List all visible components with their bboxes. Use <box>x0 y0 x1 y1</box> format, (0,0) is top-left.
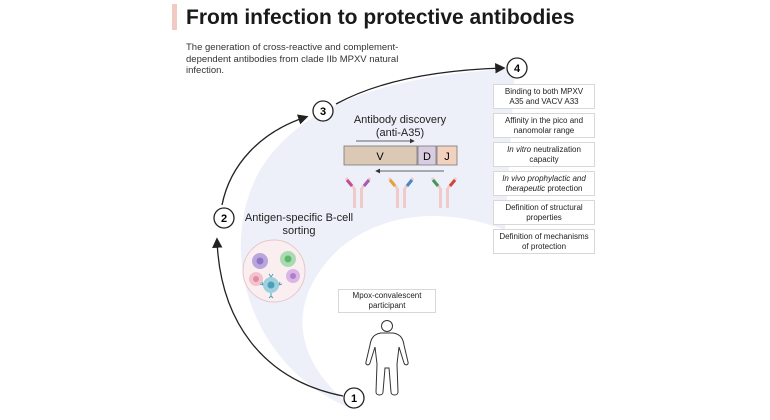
d-segment-label: D <box>423 151 431 163</box>
step-number-1: 1 <box>351 393 357 405</box>
step-number-4: 4 <box>514 63 521 75</box>
result-box: In vitro neutralization capacity <box>493 142 595 167</box>
step-circle-1: 1 <box>343 387 365 409</box>
y-antibody-icon <box>387 177 415 208</box>
step-circle-2: 2 <box>213 207 235 229</box>
step-circle-3: 3 <box>312 100 334 122</box>
step-number-3: 3 <box>320 106 326 118</box>
human-silhouette-icon <box>365 320 409 396</box>
results-list: Binding to both MPXV A35 and VACV A33 Af… <box>493 84 595 258</box>
step-circle-4: 4 <box>506 57 528 79</box>
y-antibody-icon <box>430 177 458 208</box>
result-box: Definition of structural properties <box>493 200 595 225</box>
step-1-label: Mpox-convalescent participant <box>338 289 436 313</box>
arrow-1-to-2 <box>212 237 344 397</box>
title-accent-bar <box>172 4 177 30</box>
y-antibody-icon <box>344 177 372 208</box>
result-box: In vivo prophylactic and therapeutic pro… <box>493 171 595 196</box>
step-number-2: 2 <box>221 213 227 225</box>
j-segment-label: J <box>444 151 450 163</box>
v-segment-label: V <box>376 151 384 163</box>
step-3-label: Antibody discovery (anti-A35) <box>353 114 447 139</box>
step-2-label: Antigen-specific B-cell sorting <box>244 212 354 237</box>
result-box: Definition of mechanisms of protection <box>493 229 595 254</box>
d-segment <box>417 145 437 166</box>
page-subtitle: The generation of cross-reactive and com… <box>186 42 399 76</box>
arrow-2-to-3 <box>221 114 309 206</box>
j-segment <box>436 145 458 166</box>
b-cell-cluster-icon <box>242 239 306 303</box>
arrow-3-to-4 <box>335 63 506 105</box>
page-title: From infection to protective antibodies <box>186 6 575 29</box>
result-box: Affinity in the pico and nanomolar range <box>493 113 595 138</box>
v-segment <box>343 145 418 166</box>
result-box: Binding to both MPXV A35 and VACV A33 <box>493 84 595 109</box>
